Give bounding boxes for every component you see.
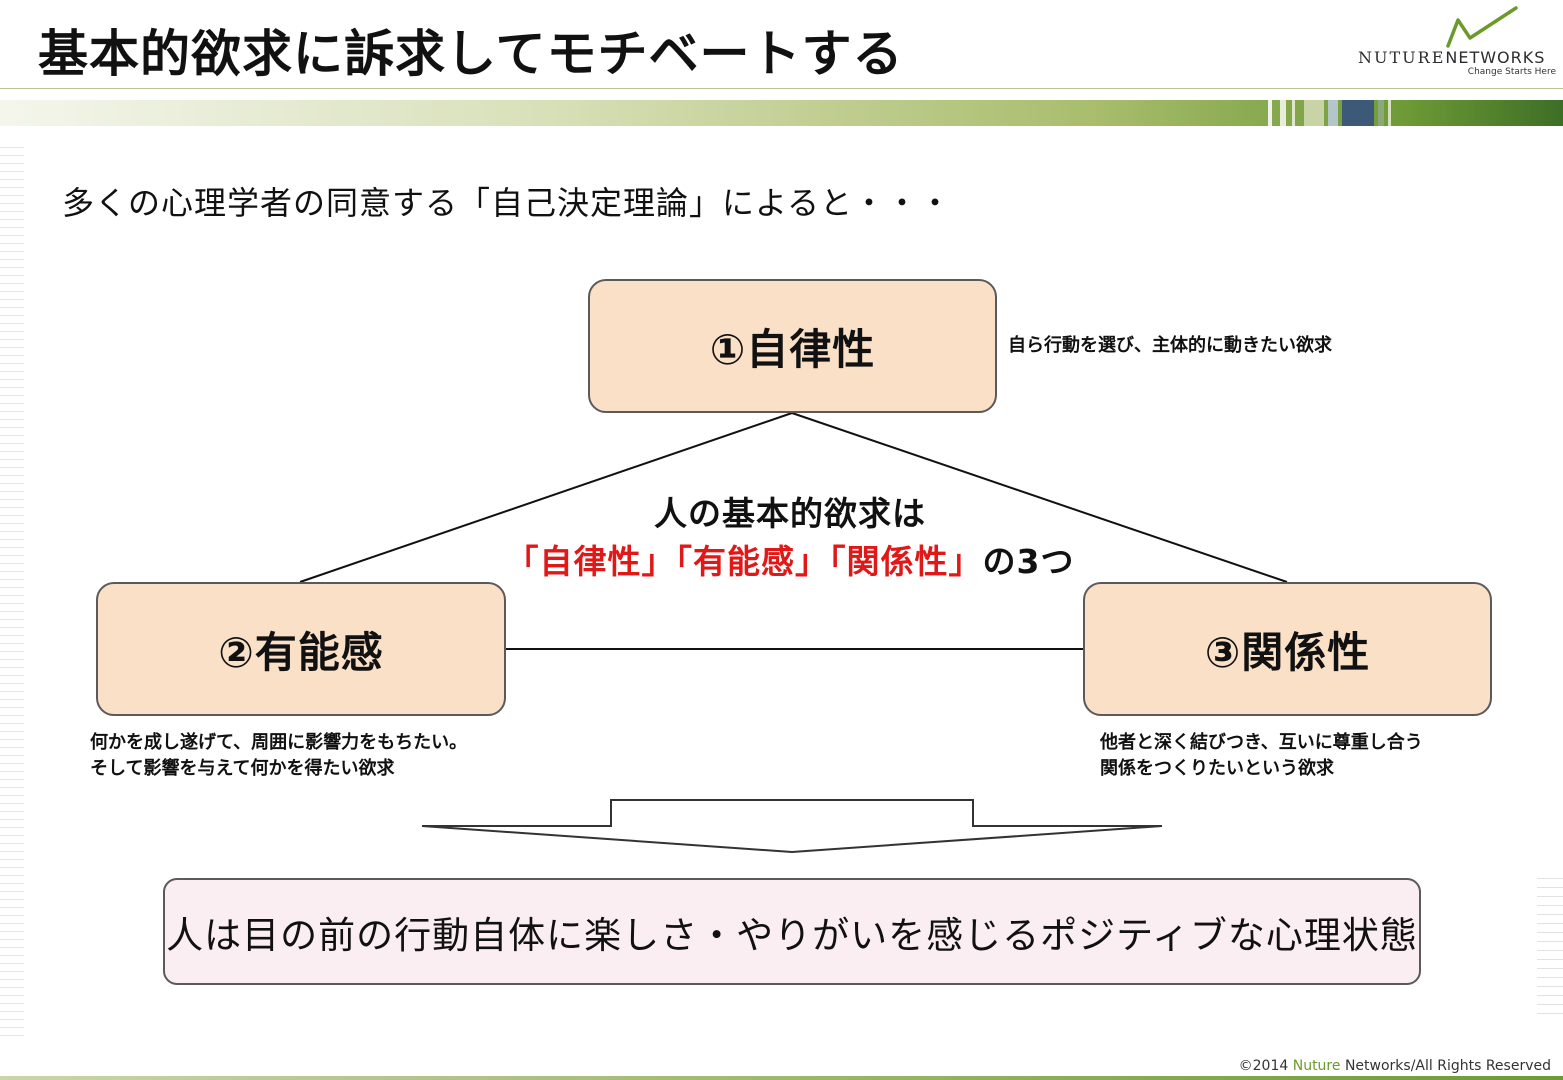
logo-name-main: NUTURE <box>1358 48 1446 67</box>
need-label-competence: ②有能感 <box>218 627 384 677</box>
need-label-autonomy: ①自律性 <box>709 324 876 374</box>
logo-name-sub: NETWORKS <box>1445 48 1546 67</box>
slide-title: 基本的欲求に訴求してモチベートする <box>38 25 904 83</box>
logo-tagline: Change Starts Here <box>1467 67 1556 77</box>
copyright-suffix: Networks/All Rights Reserved <box>1340 1058 1551 1074</box>
need-description-relatedness: 他者と深く結びつき、互いに尊重し合う 関係をつくりたいという欲求 <box>1100 730 1423 782</box>
need-description-competence-line: そして影響を与えて何かを得たい欲求 <box>90 758 395 779</box>
need-description-competence-line: 何かを成し遂げて、周囲に影響力をもちたい。 <box>90 732 468 753</box>
need-label-relatedness: ③関係性 <box>1204 627 1371 677</box>
right-ruler-decoration <box>1537 870 1563 1020</box>
logo-check-mark-icon <box>1446 6 1518 48</box>
down-arrow-icon <box>421 799 1163 854</box>
need-description-competence: 何かを成し遂げて、周囲に影響力をもちたい。 そして影響を与えて何かを得たい欲求 <box>90 730 467 782</box>
need-description-relatedness-line: 他者と深く結びつき、互いに尊重し合う <box>1100 732 1423 753</box>
need-box-competence: ②有能感 <box>96 582 506 716</box>
footer-line <box>0 1076 1563 1080</box>
logo-name: NUTURENETWORKS <box>1358 48 1545 67</box>
copyright-notice: ©2014 Nuture Networks/All Rights Reserve… <box>1239 1058 1551 1074</box>
intro-text: 多くの心理学者の同意する「自己決定理論」によると・・・ <box>62 184 953 222</box>
need-box-relatedness: ③関係性 <box>1083 582 1492 716</box>
need-description-relatedness-line: 関係をつくりたいという欲求 <box>1100 758 1334 779</box>
center-statement-line1: 人の基本的欲求は <box>654 494 926 533</box>
left-ruler-decoration <box>0 140 24 1040</box>
copyright-prefix: ©2014 <box>1238 1058 1293 1074</box>
copyright-brand: Nuture <box>1292 1058 1341 1074</box>
three-needs-highlight: 「自律性」「有能感」「関係性」 <box>505 542 983 581</box>
connector-autonomy-relatedness <box>791 412 1288 583</box>
center-statement-tail: の3つ <box>982 542 1075 581</box>
header-band-stripes <box>1268 100 1563 126</box>
center-statement-line2: 「自律性」「有能感」「関係性」の3つ <box>460 538 1120 586</box>
conclusion-box: 人は目の前の行動自体に楽しさ・やりがいを感じるポジティブな心理状態 <box>163 878 1421 985</box>
center-statement: 人の基本的欲求は 「自律性」「有能感」「関係性」の3つ <box>460 490 1120 586</box>
connector-autonomy-competence <box>299 412 793 583</box>
company-logo: NUTURENETWORKS Change Starts Here <box>1352 0 1562 90</box>
need-box-autonomy: ①自律性 <box>588 279 997 413</box>
header-divider <box>0 88 1563 89</box>
header-gradient-band <box>0 100 1563 126</box>
conclusion-text: 人は目の前の行動自体に楽しさ・やりがいを感じるポジティブな心理状態 <box>166 913 1418 957</box>
need-description-autonomy: 自ら行動を選び、主体的に動きたい欲求 <box>1008 335 1332 356</box>
